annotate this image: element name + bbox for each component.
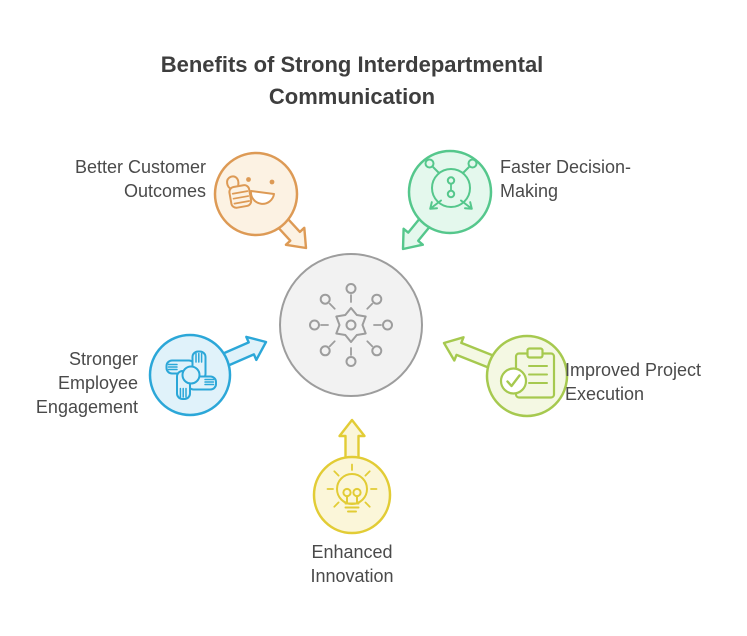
decision-paths-icon <box>424 158 478 210</box>
clipboard-check-icon <box>499 347 556 399</box>
label-line: Execution <box>565 384 645 404</box>
label-line: Enhanced <box>311 542 393 562</box>
node-label-better-customer-outcomes: Better Customer Outcomes <box>75 155 206 203</box>
title-line: Communication <box>268 84 436 109</box>
node-faster-decision-making <box>407 149 493 235</box>
label-line: Improved Project <box>565 360 702 380</box>
label-line: Making <box>500 181 559 201</box>
teamwork-hands-icon <box>165 350 217 400</box>
node-label-stronger-employee-engagement: Stronger Employee Engagement <box>36 347 138 419</box>
node-label-improved-project-execution: Improved Project Execution <box>565 358 701 406</box>
label-line: Faster Decision- <box>500 157 632 177</box>
node-label-faster-decision-making: Faster Decision- Making <box>500 155 631 203</box>
lightbulb-icon <box>326 463 378 513</box>
smiley-thumbs-up-icon <box>226 175 275 209</box>
node-enhanced-innovation <box>312 455 392 535</box>
network-hub-icon <box>309 283 393 367</box>
label-line: Engagement <box>35 397 138 417</box>
title-line: Benefits of Strong Interdepartmental <box>160 52 544 77</box>
center-circle <box>279 253 423 397</box>
page-title: Benefits of Strong Interdepartmental Com… <box>112 49 592 113</box>
node-stronger-employee-engagement <box>148 333 232 417</box>
label-line: Better Customer <box>74 157 206 177</box>
node-circle <box>312 455 392 535</box>
node-label-enhanced-innovation: Enhanced Innovation <box>262 540 442 588</box>
label-line: Employee <box>57 373 138 393</box>
node-better-customer-outcomes <box>213 151 299 237</box>
label-line: Stronger <box>68 349 138 369</box>
label-line: Outcomes <box>123 181 206 201</box>
label-line: Innovation <box>310 566 394 586</box>
node-improved-project-execution <box>485 334 569 418</box>
